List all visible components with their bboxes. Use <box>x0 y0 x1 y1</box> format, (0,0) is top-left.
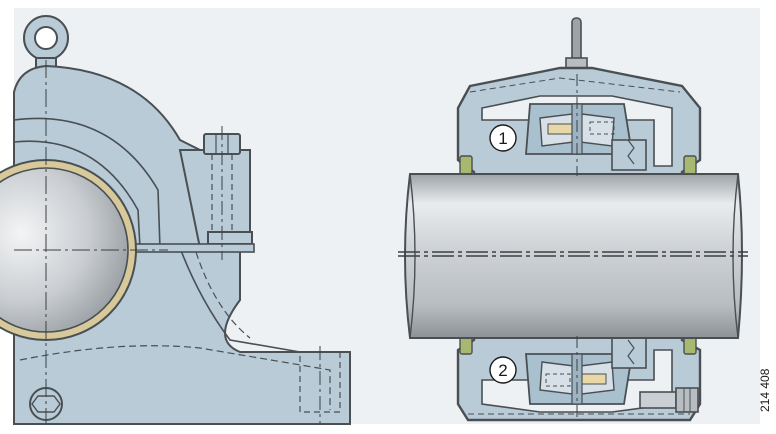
front-view <box>0 15 351 425</box>
drain-plug <box>639 387 699 413</box>
lower-bearing <box>525 337 647 405</box>
callout-2-label: 2 <box>498 361 507 380</box>
seal-top-left <box>459 155 473 175</box>
section-view: 1 2 <box>398 17 748 422</box>
reference-number: 214 408 <box>758 368 772 412</box>
callout-2: 2 <box>489 356 517 384</box>
callout-1-label: 1 <box>498 129 507 148</box>
callout-1: 1 <box>489 124 517 152</box>
seal-top-right <box>683 155 697 175</box>
